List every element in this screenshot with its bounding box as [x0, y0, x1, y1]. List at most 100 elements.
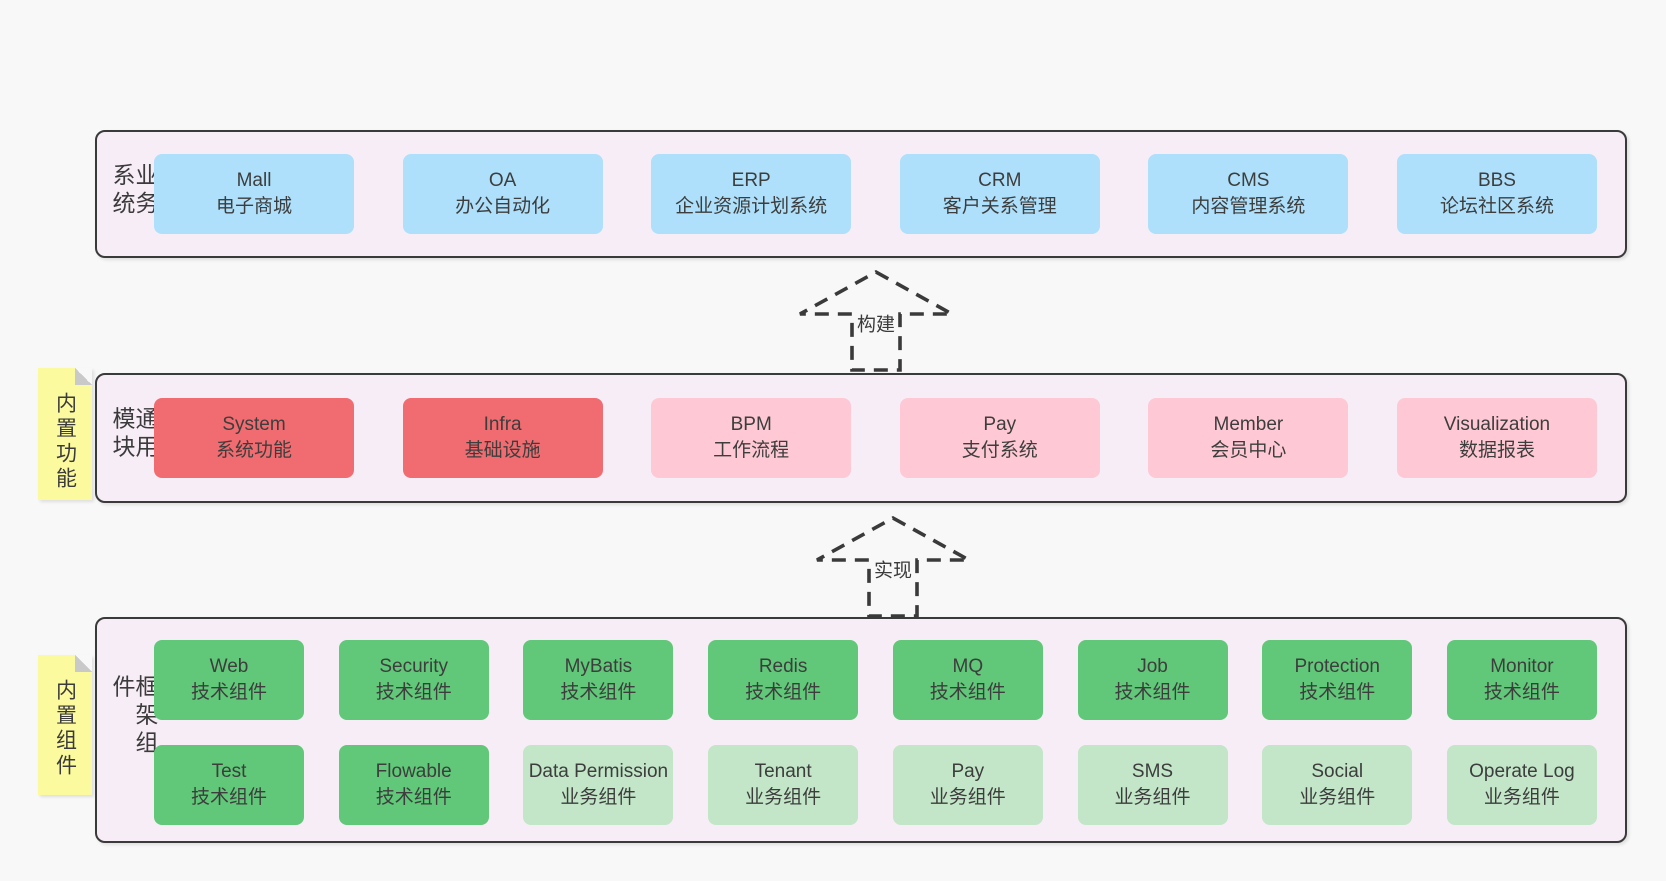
- box-flowable: Flowable 技术组件: [338, 745, 489, 825]
- box-subtitle: 数据报表: [1458, 440, 1535, 461]
- box-subtitle: 技术组件: [190, 682, 267, 703]
- framework-components-layer: 框架组件 Web 技术组件 Security 技术组件 MyBatis 技术组件…: [95, 617, 1627, 843]
- box-subtitle: 技术组件: [745, 682, 822, 703]
- box-subtitle: 业务组件: [1299, 787, 1376, 808]
- box-subtitle: 客户关系管理: [942, 196, 1057, 217]
- box-title: CMS: [1227, 170, 1270, 191]
- box-subtitle: 技术组件: [190, 787, 267, 808]
- box-title: Redis: [758, 656, 808, 677]
- box-protection: Protection 技术组件: [1262, 640, 1413, 720]
- box-subtitle: 会员中心: [1210, 440, 1287, 461]
- box-subtitle: 技术组件: [929, 682, 1006, 703]
- box-title: System: [222, 414, 286, 435]
- box-crm: CRM 客户关系管理: [899, 154, 1100, 234]
- note-text: 内置功能: [53, 392, 77, 492]
- box-subtitle: 基础设施: [464, 440, 541, 461]
- box-web: Web 技术组件: [154, 640, 304, 720]
- box-subtitle: 业务组件: [929, 787, 1006, 808]
- box-subtitle: 支付系统: [961, 440, 1038, 461]
- box-subtitle: 技术组件: [1114, 682, 1191, 703]
- implement-arrow-label: 实现: [870, 555, 916, 583]
- box-monitor: Monitor 技术组件: [1446, 640, 1597, 720]
- note-text: 内置组件: [53, 679, 77, 779]
- built-in-components-note: 内置组件: [38, 655, 92, 795]
- business-systems-layer: 业务系统 Mall 电子商城 OA 办公自动化 ERP 企业资源计划系统 CRM…: [95, 130, 1627, 258]
- box-subtitle: 企业资源计划系统: [675, 196, 828, 217]
- box-subtitle: 业务组件: [560, 787, 637, 808]
- box-infra: Infra 基础设施: [402, 398, 603, 478]
- business-box-row: Mall 电子商城 OA 办公自动化 ERP 企业资源计划系统 CRM 客户关系…: [154, 154, 1597, 234]
- box-title: MQ: [952, 656, 984, 677]
- box-title: Social: [1311, 761, 1364, 782]
- box-subtitle: 工作流程: [713, 440, 790, 461]
- implement-arrow: 实现: [813, 514, 973, 618]
- box-title: OA: [488, 170, 517, 191]
- box-title: Tenant: [754, 761, 812, 782]
- layer-label-modules: 通用模块: [109, 406, 158, 463]
- box-bpm: BPM 工作流程: [651, 398, 852, 478]
- box-title: Operate Log: [1469, 761, 1575, 782]
- box-member: Member 会员中心: [1148, 398, 1349, 478]
- box-title: SMS: [1131, 761, 1174, 782]
- box-social: Social 业务组件: [1262, 745, 1413, 825]
- box-title: Protection: [1294, 656, 1380, 677]
- box-title: BPM: [730, 414, 772, 435]
- box-title: CRM: [978, 170, 1022, 191]
- box-title: Pay: [983, 414, 1017, 435]
- box-mall: Mall 电子商城: [154, 154, 354, 234]
- box-oa: OA 办公自动化: [402, 154, 603, 234]
- box-title: Flowable: [375, 761, 452, 782]
- box-tenant: Tenant 业务组件: [708, 745, 859, 825]
- box-subtitle: 技术组件: [1299, 682, 1376, 703]
- box-subtitle: 业务组件: [1114, 787, 1191, 808]
- box-subtitle: 电子商城: [215, 196, 292, 217]
- box-erp: ERP 企业资源计划系统: [651, 154, 852, 234]
- box-sms: SMS 业务组件: [1077, 745, 1228, 825]
- common-modules-layer: 通用模块 System 系统功能 Infra 基础设施 BPM 工作流程 Pay…: [95, 373, 1627, 503]
- modules-box-row: System 系统功能 Infra 基础设施 BPM 工作流程 Pay 支付系统…: [154, 398, 1597, 478]
- box-visualization: Visualization 数据报表: [1396, 398, 1597, 478]
- box-title: BBS: [1477, 170, 1516, 191]
- box-redis: Redis 技术组件: [708, 640, 859, 720]
- box-cms: CMS 内容管理系统: [1148, 154, 1349, 234]
- layer-label-components: 框架组件: [109, 674, 158, 759]
- box-title: Monitor: [1490, 656, 1554, 677]
- box-system: System 系统功能: [154, 398, 354, 478]
- box-title: Data Permission: [528, 761, 669, 782]
- box-mybatis: MyBatis 技术组件: [523, 640, 674, 720]
- arrow-up-dashed-icon: [816, 515, 970, 618]
- box-pay-component: Pay 业务组件: [892, 745, 1043, 825]
- box-title: Pay: [951, 761, 985, 782]
- box-subtitle: 内容管理系统: [1191, 196, 1306, 217]
- box-security: Security 技术组件: [338, 640, 489, 720]
- box-test: Test 技术组件: [154, 745, 304, 825]
- box-subtitle: 论坛社区系统: [1439, 196, 1554, 217]
- built-in-functions-note: 内置功能: [38, 368, 92, 500]
- box-job: Job 技术组件: [1077, 640, 1228, 720]
- build-arrow-label: 构建: [853, 309, 899, 337]
- box-subtitle: 技术组件: [375, 682, 452, 703]
- box-bbs: BBS 论坛社区系统: [1396, 154, 1597, 234]
- box-subtitle: 业务组件: [745, 787, 822, 808]
- box-title: MyBatis: [564, 656, 633, 677]
- box-pay-module: Pay 支付系统: [899, 398, 1100, 478]
- folded-corner-icon: [75, 655, 92, 672]
- box-title: Member: [1213, 414, 1284, 435]
- box-subtitle: 办公自动化: [455, 196, 551, 217]
- box-subtitle: 技术组件: [560, 682, 637, 703]
- box-subtitle: 技术组件: [1483, 682, 1560, 703]
- build-arrow: 构建: [796, 268, 956, 372]
- box-title: Web: [209, 656, 249, 677]
- box-title: Infra: [483, 414, 522, 435]
- box-subtitle: 技术组件: [375, 787, 452, 808]
- arrow-up-dashed-icon: [799, 269, 953, 372]
- box-title: Security: [379, 656, 449, 677]
- components-box-row-2: Test 技术组件 Flowable 技术组件 Data Permission …: [154, 745, 1597, 825]
- box-mq: MQ 技术组件: [892, 640, 1043, 720]
- box-title: Visualization: [1443, 414, 1551, 435]
- box-title: Mall: [236, 170, 272, 191]
- box-title: Job: [1137, 656, 1168, 677]
- box-title: Test: [211, 761, 247, 782]
- box-operate-log: Operate Log 业务组件: [1446, 745, 1597, 825]
- layer-label-business: 业务系统: [109, 163, 158, 219]
